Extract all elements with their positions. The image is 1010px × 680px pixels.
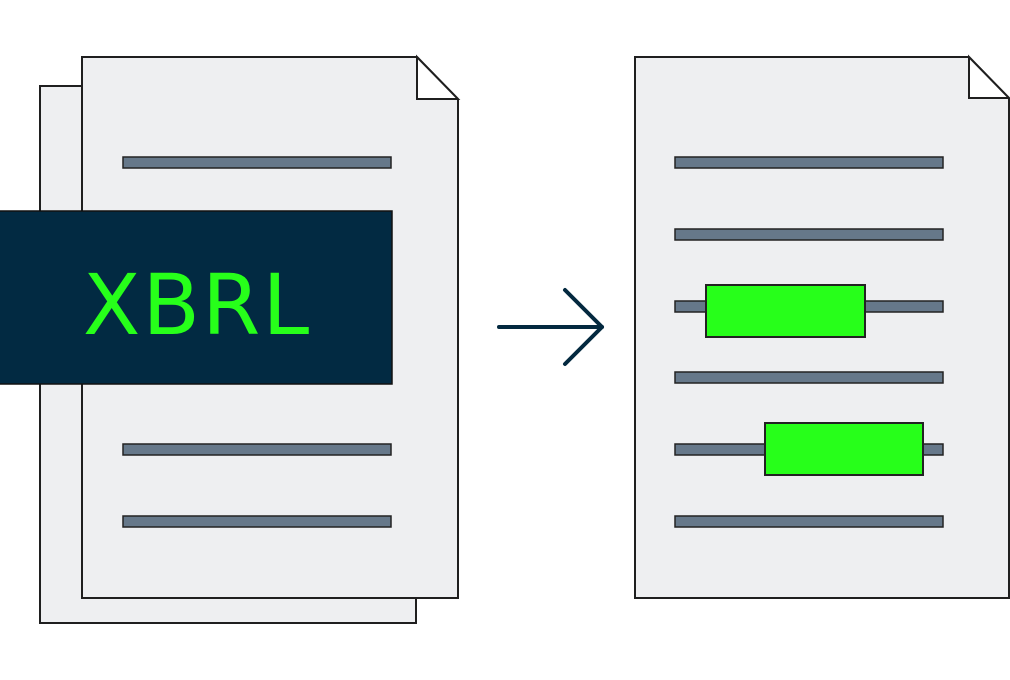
source-document-stack: XBRL: [0, 54, 461, 624]
tagged-document: [634, 54, 1010, 599]
text-line: [122, 156, 392, 169]
arrow-right-icon: [497, 288, 604, 366]
text-line: [122, 443, 392, 456]
page-fold-icon: [416, 54, 461, 100]
text-line: [674, 515, 944, 528]
text-line: [122, 515, 392, 528]
text-line: [674, 156, 944, 169]
xbrl-label: XBRL: [83, 256, 311, 354]
text-line: [674, 228, 944, 241]
tag-highlight: [764, 422, 924, 476]
xbrl-badge: XBRL: [0, 210, 393, 385]
text-line: [674, 371, 944, 384]
tag-highlight: [705, 284, 866, 338]
page-fold-icon: [968, 54, 1010, 99]
